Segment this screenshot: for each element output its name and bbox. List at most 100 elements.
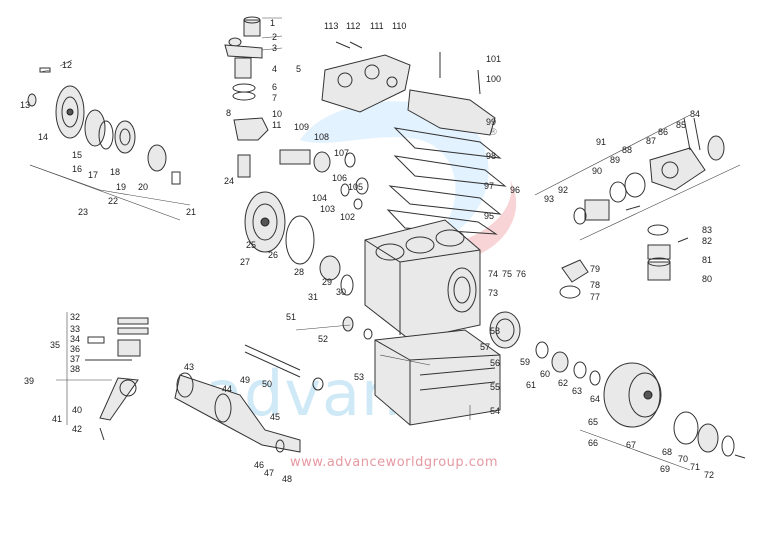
part-label: 51 [286, 312, 296, 322]
part-label: 12 [62, 60, 72, 70]
part-label: 79 [590, 264, 600, 274]
part-label: 77 [590, 292, 600, 302]
part-label: 80 [702, 274, 712, 284]
part-label: 50 [262, 379, 272, 389]
registered-mark: ® [488, 127, 498, 138]
part-label: 78 [590, 280, 600, 290]
part-label: 98 [486, 151, 496, 161]
crankshaft [174, 316, 373, 453]
part-label: 101 [486, 54, 501, 64]
part-label: 57 [480, 342, 490, 352]
part-label: 74 [488, 269, 498, 279]
part-label: 8 [226, 108, 231, 118]
part-label: 60 [540, 369, 550, 379]
part-label: 76 [516, 269, 526, 279]
part-label: 73 [488, 288, 498, 298]
part-label: 59 [520, 357, 530, 367]
part-label: 56 [490, 358, 500, 368]
part-label: 35 [50, 340, 60, 350]
part-label: 38 [70, 364, 80, 374]
part-label: 109 [294, 122, 309, 132]
part-label: 110 [392, 21, 406, 31]
cap-assembly [559, 259, 589, 299]
part-label: 112 [346, 21, 360, 31]
part-label: 63 [572, 386, 582, 396]
part-label: 108 [314, 132, 329, 142]
part-label: 43 [184, 362, 194, 372]
part-label: 97 [484, 181, 494, 191]
part-label: 102 [340, 212, 355, 222]
part-label: 93 [544, 194, 554, 204]
watermark-url: www.advanceworldgroup.com [290, 455, 498, 470]
part-label: 31 [308, 292, 318, 302]
cylinder-head-assembly [321, 41, 507, 235]
part-label: 82 [702, 236, 712, 246]
part-label: 85 [676, 120, 686, 130]
part-label: 42 [72, 424, 82, 434]
seal-assembly [244, 149, 369, 296]
part-label: 25 [246, 240, 256, 250]
part-label: 66 [588, 438, 598, 448]
part-label: 2 [272, 32, 277, 42]
part-label: 81 [702, 255, 712, 265]
part-label: 106 [332, 173, 347, 183]
part-label: 21 [186, 207, 196, 217]
part-label: 103 [320, 204, 335, 214]
part-label: 33 [70, 324, 80, 334]
piston-rod-assembly [66, 312, 149, 441]
part-label: 48 [282, 474, 292, 484]
part-label: 88 [622, 145, 632, 155]
part-label: 69 [660, 464, 670, 474]
part-label: 105 [348, 182, 363, 192]
part-label: 72 [704, 470, 714, 480]
part-label: 104 [312, 193, 327, 203]
part-label: 40 [72, 405, 82, 415]
part-label: 37 [70, 354, 80, 364]
part-label: 46 [254, 460, 264, 470]
part-label: 67 [626, 440, 636, 450]
part-label: 11 [272, 120, 281, 130]
part-label: 3 [272, 43, 277, 53]
part-label: 39 [24, 376, 34, 386]
part-label: 62 [558, 378, 568, 388]
part-label: 5 [296, 64, 301, 74]
part-label: 58 [490, 326, 500, 336]
part-label: 52 [318, 334, 328, 344]
part-label: 54 [490, 406, 500, 416]
valve-assembly [224, 16, 283, 178]
part-label: 99 [486, 117, 496, 127]
part-label: 53 [354, 372, 364, 382]
part-label: 18 [110, 167, 120, 177]
part-label: 32 [70, 312, 80, 322]
part-label: 96 [510, 185, 520, 195]
part-number-labels: 1 2 3 4 5 6 7 8 10 11 12 13 14 15 16 17 … [20, 18, 714, 484]
part-label: 55 [490, 382, 500, 392]
part-label: 91 [596, 137, 606, 147]
part-label: 71 [690, 462, 700, 472]
part-label: 6 [272, 82, 277, 92]
part-label: 113 [324, 21, 338, 31]
crankcase [364, 219, 521, 426]
part-label: 27 [240, 257, 250, 267]
part-label: 44 [222, 384, 232, 394]
part-label: 22 [108, 196, 118, 206]
part-label: 45 [270, 412, 280, 422]
part-label: 90 [592, 166, 602, 176]
part-label: 65 [588, 417, 598, 427]
part-label: 100 [486, 74, 501, 84]
part-label: 15 [72, 150, 82, 160]
part-label: 84 [690, 109, 700, 119]
part-label: 47 [264, 468, 274, 478]
bearing-cover-assembly [535, 341, 746, 471]
part-label: 28 [294, 267, 304, 277]
part-label: 29 [322, 277, 332, 287]
part-label: 19 [116, 182, 126, 192]
part-label: 4 [272, 64, 277, 74]
part-label: 1 [270, 18, 275, 28]
part-label: 64 [590, 394, 600, 404]
part-label: 17 [88, 170, 98, 180]
part-label: 14 [38, 132, 48, 142]
part-label: 7 [272, 93, 277, 103]
part-label: 68 [662, 447, 672, 457]
part-label: 107 [334, 148, 349, 158]
